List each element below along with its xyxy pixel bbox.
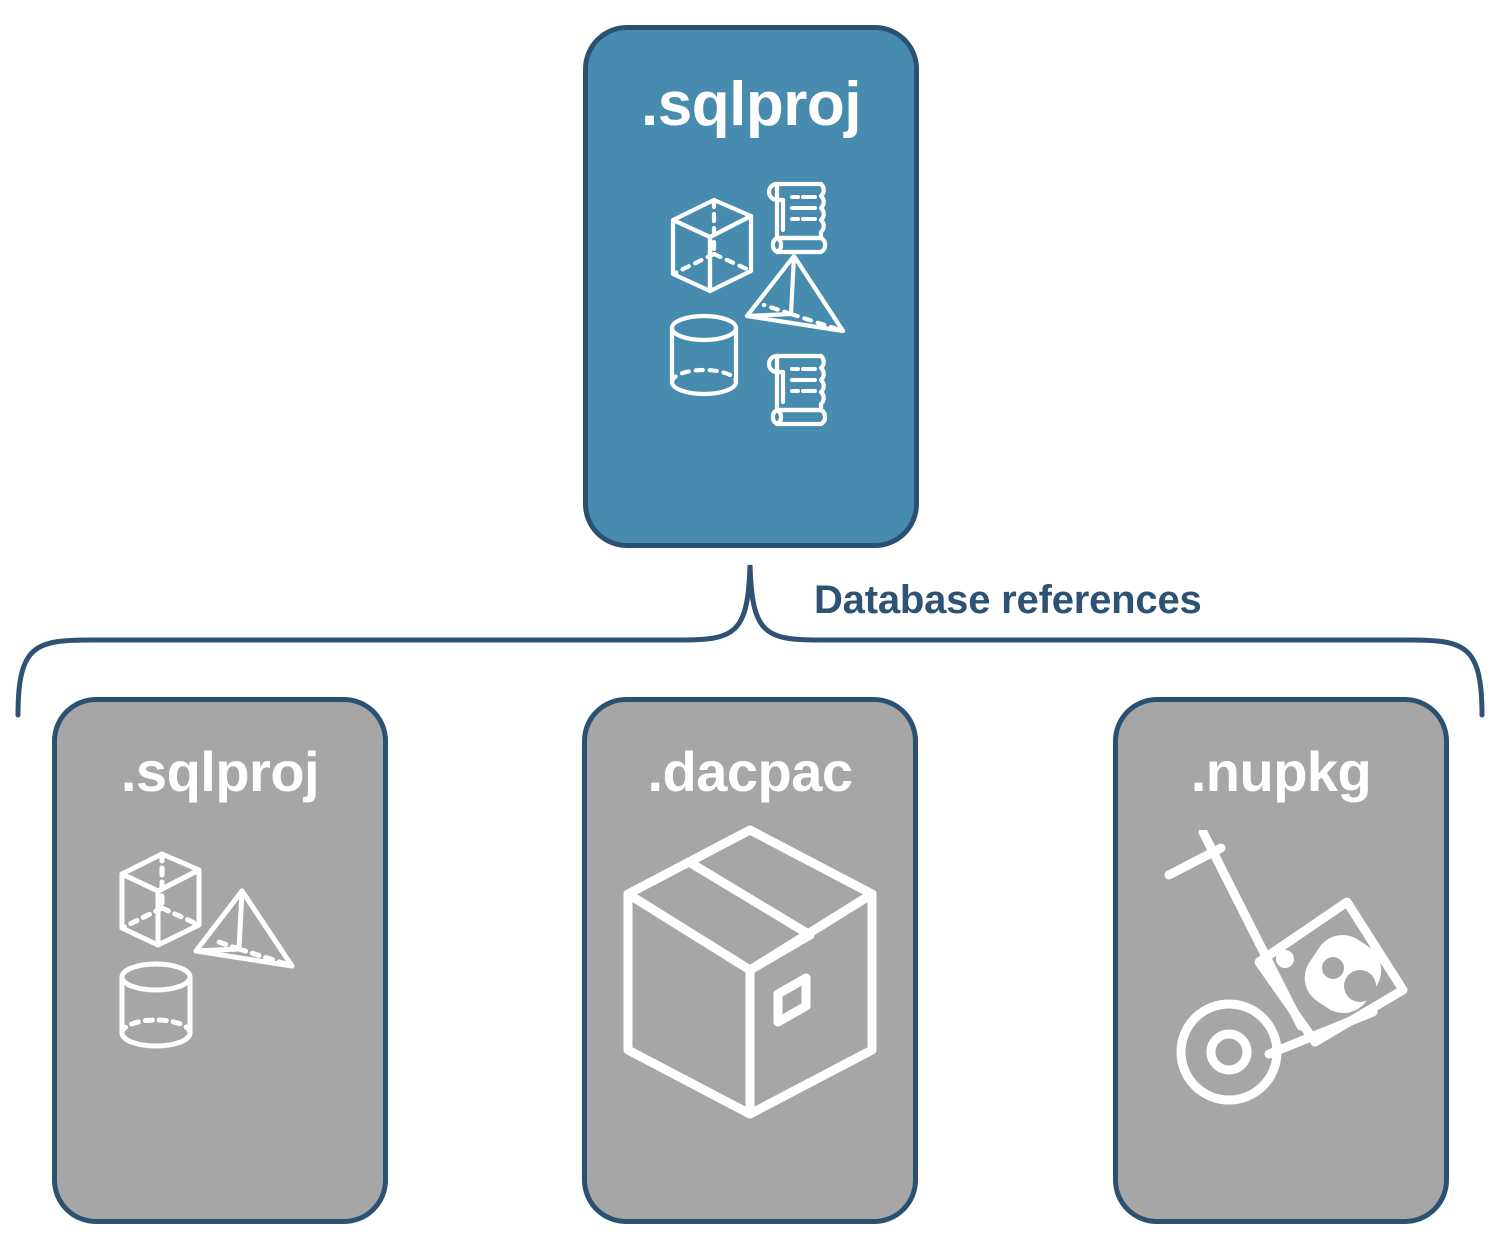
scroll-icon — [766, 353, 828, 427]
node-reference-dacpac-label: .dacpac — [647, 740, 853, 803]
node-reference-nupkg[interactable]: .nupkg — [1113, 697, 1449, 1224]
brace-caption-label: Database references — [814, 578, 1202, 622]
package-box-icon — [623, 825, 877, 1119]
node-reference-nupkg-label: .nupkg — [1190, 740, 1372, 803]
node-root-icon-group — [651, 164, 851, 434]
pyramid-icon — [744, 253, 846, 334]
cube-icon — [670, 197, 754, 294]
node-reference-nupkg-icon-group — [1151, 827, 1411, 1120]
nuget-package-icon — [1254, 897, 1408, 1047]
pyramid-icon — [193, 888, 295, 969]
node-root-sqlproj[interactable]: .sqlproj — [583, 25, 919, 548]
cylinder-icon — [119, 961, 193, 1049]
node-reference-sqlproj-label: .sqlproj — [120, 740, 320, 803]
node-root-label: .sqlproj — [641, 70, 861, 139]
node-reference-dacpac[interactable]: .dacpac — [582, 697, 918, 1224]
scroll-icon — [766, 181, 828, 255]
cylinder-icon — [669, 313, 739, 397]
cube-icon — [119, 851, 202, 948]
node-reference-dacpac-icon-group — [620, 822, 880, 1122]
node-reference-sqlproj[interactable]: .sqlproj — [52, 697, 388, 1224]
node-reference-sqlproj-icon-group — [110, 846, 330, 1076]
